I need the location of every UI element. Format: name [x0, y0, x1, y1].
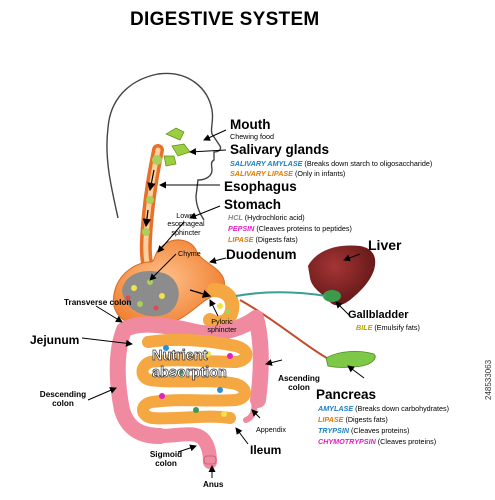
- ileum-label: Ileum: [250, 443, 282, 457]
- salivary-amylase-line: SALIVARY AMYLASE (Breaks down starch to …: [230, 160, 432, 167]
- liver-label: Liver: [368, 237, 402, 253]
- flow-arrows: [142, 169, 212, 298]
- mouth-label: Mouth: [230, 117, 271, 132]
- transverse-colon: [116, 310, 264, 342]
- page-title: DIGESTIVE SYSTEM: [130, 9, 320, 30]
- intestine-particles: [159, 345, 233, 417]
- salivary-lipase-name: SALIVARY LIPASE: [230, 169, 293, 178]
- pancreas-amylase-name: AMYLASE: [318, 404, 354, 413]
- leader-arrows: [81, 129, 365, 478]
- pepsin-name: PEPSIN: [228, 224, 255, 233]
- bile-desc: (Emulsify fats): [374, 323, 420, 332]
- pancreas-amylase-line: AMYLASE (Breaks down carbohydrates): [318, 405, 449, 412]
- descending-colon-label: Descending colon: [39, 390, 87, 409]
- ascending-colon-label: Ascending colon: [278, 374, 320, 393]
- ascending-colon: [248, 310, 269, 408]
- pancreas-shape: [325, 350, 376, 368]
- stomach-lipase-name: LIPASE: [228, 235, 254, 244]
- bile-duct: [235, 291, 327, 297]
- lower-sphincter-label: Lower esophageal sphincter: [167, 211, 205, 237]
- salivary-glands-shape: [163, 127, 191, 167]
- chymotrypsin-line: CHYMOTRYPSIN (Cleaves proteins): [318, 438, 436, 445]
- trypsin-desc: (Cleaves proteins): [351, 426, 410, 435]
- duodenum-tube: [203, 283, 240, 330]
- pyloric-sphincter-label: Pyloric sphincter: [207, 317, 237, 335]
- pancreas-label: Pancreas: [316, 387, 377, 402]
- nutrient-line-1: Nutrient: [152, 348, 208, 365]
- pancreas-lipase-name: LIPASE: [318, 415, 344, 424]
- food-bolus: [142, 155, 162, 236]
- chyme-shape: [122, 271, 179, 317]
- chymotrypsin-desc: (Cleaves proteins): [377, 437, 437, 446]
- gallbladder-label: Gallbladder: [348, 309, 409, 321]
- salivary-glands-label: Salivary glands: [230, 142, 330, 157]
- gallbladder-shape: [323, 290, 341, 302]
- pancreas-amylase-desc: (Breaks down carbohydrates): [355, 404, 450, 413]
- anus-shape: [203, 455, 217, 465]
- chyme-label: Chyme: [178, 249, 201, 258]
- hcl-line: HCL (Hydrochloric acid): [228, 214, 305, 221]
- sigmoid-colon-label: Sigmoid colon: [149, 450, 183, 469]
- salivary-amylase-desc: (Breaks down starch to oligosaccharide): [304, 159, 433, 168]
- stomach-lipase-desc: (Digests fats): [255, 235, 298, 244]
- stomach-label: Stomach: [224, 197, 282, 212]
- stomach-lipase-line: LIPASE (Digests fats): [228, 236, 298, 243]
- mouth-description: Chewing food: [230, 132, 274, 141]
- nutrient-absorption-label: Nutrient absorption: [152, 348, 228, 383]
- bile-name: BILE: [356, 323, 373, 332]
- pepsin-desc: (Cleaves proteins to peptides): [256, 224, 352, 233]
- pancreas-lipase-line: LIPASE (Digests fats): [318, 416, 388, 423]
- jejunum-label: Jejunum: [30, 333, 80, 347]
- salivary-amylase-name: SALIVARY AMYLASE: [230, 159, 303, 168]
- transverse-colon-label: Transverse colon: [64, 298, 132, 307]
- trypsin-name: TRYPSIN: [318, 426, 350, 435]
- appendix-label: Appendix: [256, 425, 286, 434]
- head-outline: [106, 72, 222, 221]
- nutrient-line-2: absorption: [152, 365, 228, 382]
- duodenum-label: Duodenum: [226, 247, 297, 262]
- descending-colon: [109, 322, 168, 444]
- hcl-desc: (Hydrochloric acid): [244, 213, 305, 222]
- esophagus-label: Esophagus: [224, 179, 297, 194]
- pepsin-line: PEPSIN (Cleaves proteins to peptides): [228, 225, 352, 232]
- liver-shape: [308, 245, 376, 306]
- hcl-name: HCL: [228, 213, 243, 222]
- salivary-lipase-line: SALIVARY LIPASE (Only in infants): [230, 170, 345, 177]
- small-intestine: [136, 333, 253, 425]
- anus-label: Anus: [203, 480, 224, 489]
- trypsin-line: TRYPSIN (Cleaves proteins): [318, 427, 409, 434]
- salivary-lipase-desc: (Only in infants): [294, 169, 346, 178]
- appendix-shape: [243, 397, 258, 423]
- bile-line: BILE (Emulsify fats): [356, 324, 420, 331]
- chymotrypsin-name: CHYMOTRYPSIN: [318, 437, 376, 446]
- pancreas-lipase-desc: (Digests fats): [345, 415, 388, 424]
- stock-watermark-id: 248533063: [484, 359, 493, 400]
